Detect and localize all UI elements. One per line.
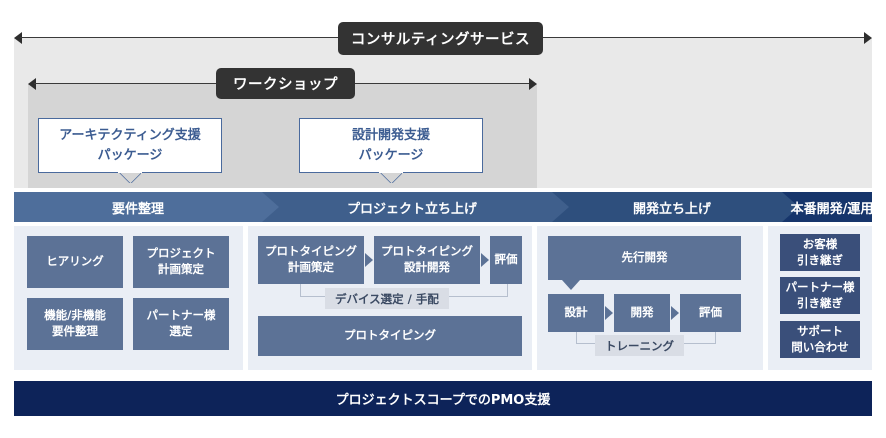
task-line1: パートナー様	[785, 279, 855, 294]
task-line1: 評価	[699, 305, 722, 320]
callout-tail-icon	[119, 172, 141, 183]
phase-segment-requirements: 要件整理	[14, 192, 279, 222]
column-requirements: ヒアリング プロジェクト 計画策定 機能/非機能 要件整理 パートナー様 選定	[14, 226, 243, 370]
consulting-service-label: コンサルティングサービス	[338, 22, 543, 55]
task-line1: お客様	[802, 236, 838, 251]
callout-tail-fill	[379, 170, 403, 173]
task-line2: 設計開発	[404, 260, 450, 274]
phase-segment-project-kickoff: プロジェクト立ち上げ	[262, 192, 569, 222]
arrow-head-right-icon	[864, 32, 872, 44]
task-box: 設計	[548, 294, 604, 332]
bracket-label: トレーニング	[595, 335, 684, 356]
task-line1: サポート	[797, 323, 843, 338]
column-dev-kickoff: 先行開発 設計 開発 評価 トレーニング	[537, 226, 763, 370]
callout-tail-fill	[118, 170, 142, 173]
task-line2: 要件整理	[51, 324, 98, 338]
task-line1: 機能/非機能	[44, 308, 106, 323]
package-title-line2: パッケージ	[358, 147, 424, 163]
task-box: サポート 問い合わせ	[780, 321, 860, 358]
task-line1: プロトタイピング	[381, 244, 473, 259]
task-line1: パートナー様	[146, 308, 216, 323]
task-line2: 問い合わせ	[791, 339, 849, 354]
task-line2: 選定	[169, 324, 193, 338]
callout-tail-icon	[380, 172, 402, 183]
phase-band: 要件整理 プロジェクト立ち上げ 開発立ち上げ 本番開発/運用	[14, 192, 874, 222]
task-line2: 計画策定	[288, 260, 334, 274]
task-box-wide: プロトタイピング	[258, 316, 522, 356]
package-title-line1: 設計開発支援	[351, 128, 430, 143]
task-box: 機能/非機能 要件整理	[27, 298, 123, 350]
task-line1: 開発	[630, 305, 654, 320]
workshop-label: ワークショップ	[216, 68, 355, 99]
phase-label: 本番開発/運用	[790, 201, 874, 217]
package-callout-architecting: アーキテクティング支援 パッケージ	[38, 118, 222, 173]
task-box: プロトタイピング 計画策定	[258, 236, 364, 284]
task-box: ヒアリング	[27, 236, 123, 288]
column-production-ops: お客様 引き継ぎ パートナー様 引き継ぎ サポート 問い合わせ	[768, 226, 872, 370]
task-line1: プロトタイピング	[344, 328, 436, 343]
flow-arrow-right-icon	[365, 253, 373, 267]
phase-label: 開発立ち上げ	[632, 201, 711, 217]
task-line1: プロジェクト	[146, 246, 216, 261]
task-box-wide: 先行開発	[548, 236, 741, 280]
task-line1: 先行開発	[621, 250, 668, 265]
arrow-head-right-icon	[529, 78, 537, 90]
flow-arrow-down-icon	[562, 280, 580, 290]
arrow-head-left-icon	[28, 78, 36, 90]
task-box: お客様 引き継ぎ	[780, 234, 860, 271]
task-line1: 評価	[494, 252, 518, 267]
task-box: パートナー様 引き継ぎ	[780, 277, 860, 314]
flow-arrow-right-icon	[481, 253, 489, 267]
task-box: プロジェクト 計画策定	[133, 236, 229, 288]
task-box: 評価	[490, 236, 522, 284]
task-line2: 引き継ぎ	[797, 295, 843, 310]
phase-label: 要件整理	[111, 201, 164, 217]
task-box: プロトタイピング 設計開発	[374, 236, 480, 284]
package-title-line2: パッケージ	[97, 147, 163, 163]
column-project-kickoff: プロトタイピング 計画策定 プロトタイピング 設計開発 評価 デバイス選定 / …	[248, 226, 532, 370]
bracket-label: デバイス選定 / 手配	[325, 288, 449, 309]
package-title-line1: アーキテクティング支援	[59, 128, 201, 143]
task-box: パートナー様 選定	[133, 298, 229, 350]
task-box: 開発	[614, 294, 670, 332]
task-line1: プロトタイピング	[265, 244, 357, 259]
phase-segment-dev-kickoff: 開発立ち上げ	[552, 192, 799, 222]
flow-arrow-right-icon	[605, 306, 613, 320]
arrow-head-left-icon	[14, 32, 22, 44]
package-callout-design-dev: 設計開発支援 パッケージ	[299, 118, 483, 173]
task-line1: ヒアリング	[46, 254, 104, 269]
pmo-support-bar: プロジェクトスコープでのPMO支援	[14, 381, 872, 416]
task-box: 評価	[680, 294, 741, 332]
task-line2: 引き継ぎ	[797, 252, 843, 267]
task-line2: 計画策定	[158, 262, 204, 276]
task-line1: 設計	[564, 305, 588, 320]
phase-label: プロジェクト立ち上げ	[346, 201, 477, 217]
flow-arrow-right-icon	[671, 306, 679, 320]
